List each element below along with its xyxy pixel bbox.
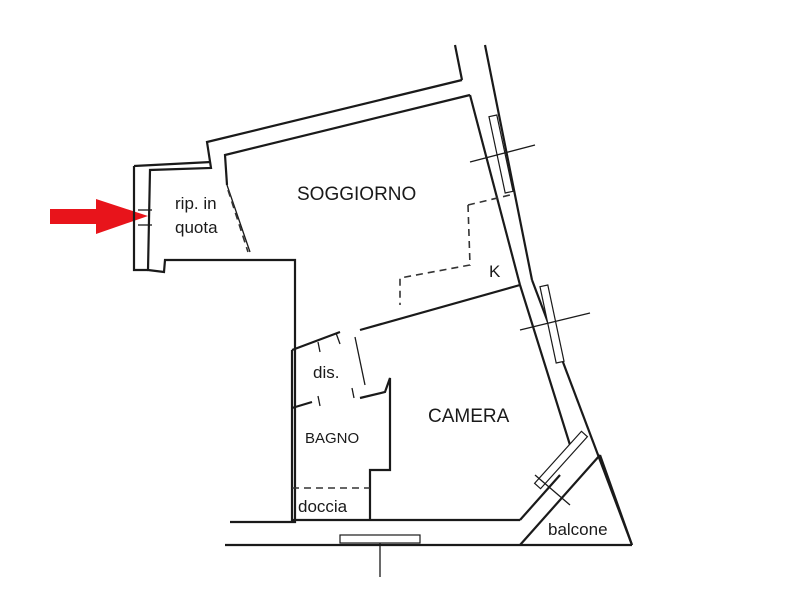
room-label-balcone: balcone: [548, 520, 608, 539]
room-label-camera: CAMERA: [428, 406, 510, 427]
kitchen-mark: K: [489, 262, 501, 281]
arrow-right-icon: [50, 199, 148, 234]
window-camera-east: [519, 284, 591, 364]
inner-walls: [223, 93, 634, 546]
window-south: [339, 534, 421, 577]
room-label-ripostiglio-line2: quota: [175, 218, 218, 237]
room-label-ripostiglio-line1: rip. in: [175, 194, 217, 213]
room-label-doccia: doccia: [298, 497, 348, 516]
window-soggiorno: [469, 114, 536, 194]
dashed-lines: [227, 189, 511, 489]
door-marks: [138, 209, 355, 407]
room-label-dis: dis.: [313, 363, 339, 382]
room-label-soggiorno: SOGGIORNO: [297, 184, 416, 205]
room-label-bagno: BAGNO: [305, 430, 359, 447]
window-camera-balcone: [533, 430, 589, 506]
